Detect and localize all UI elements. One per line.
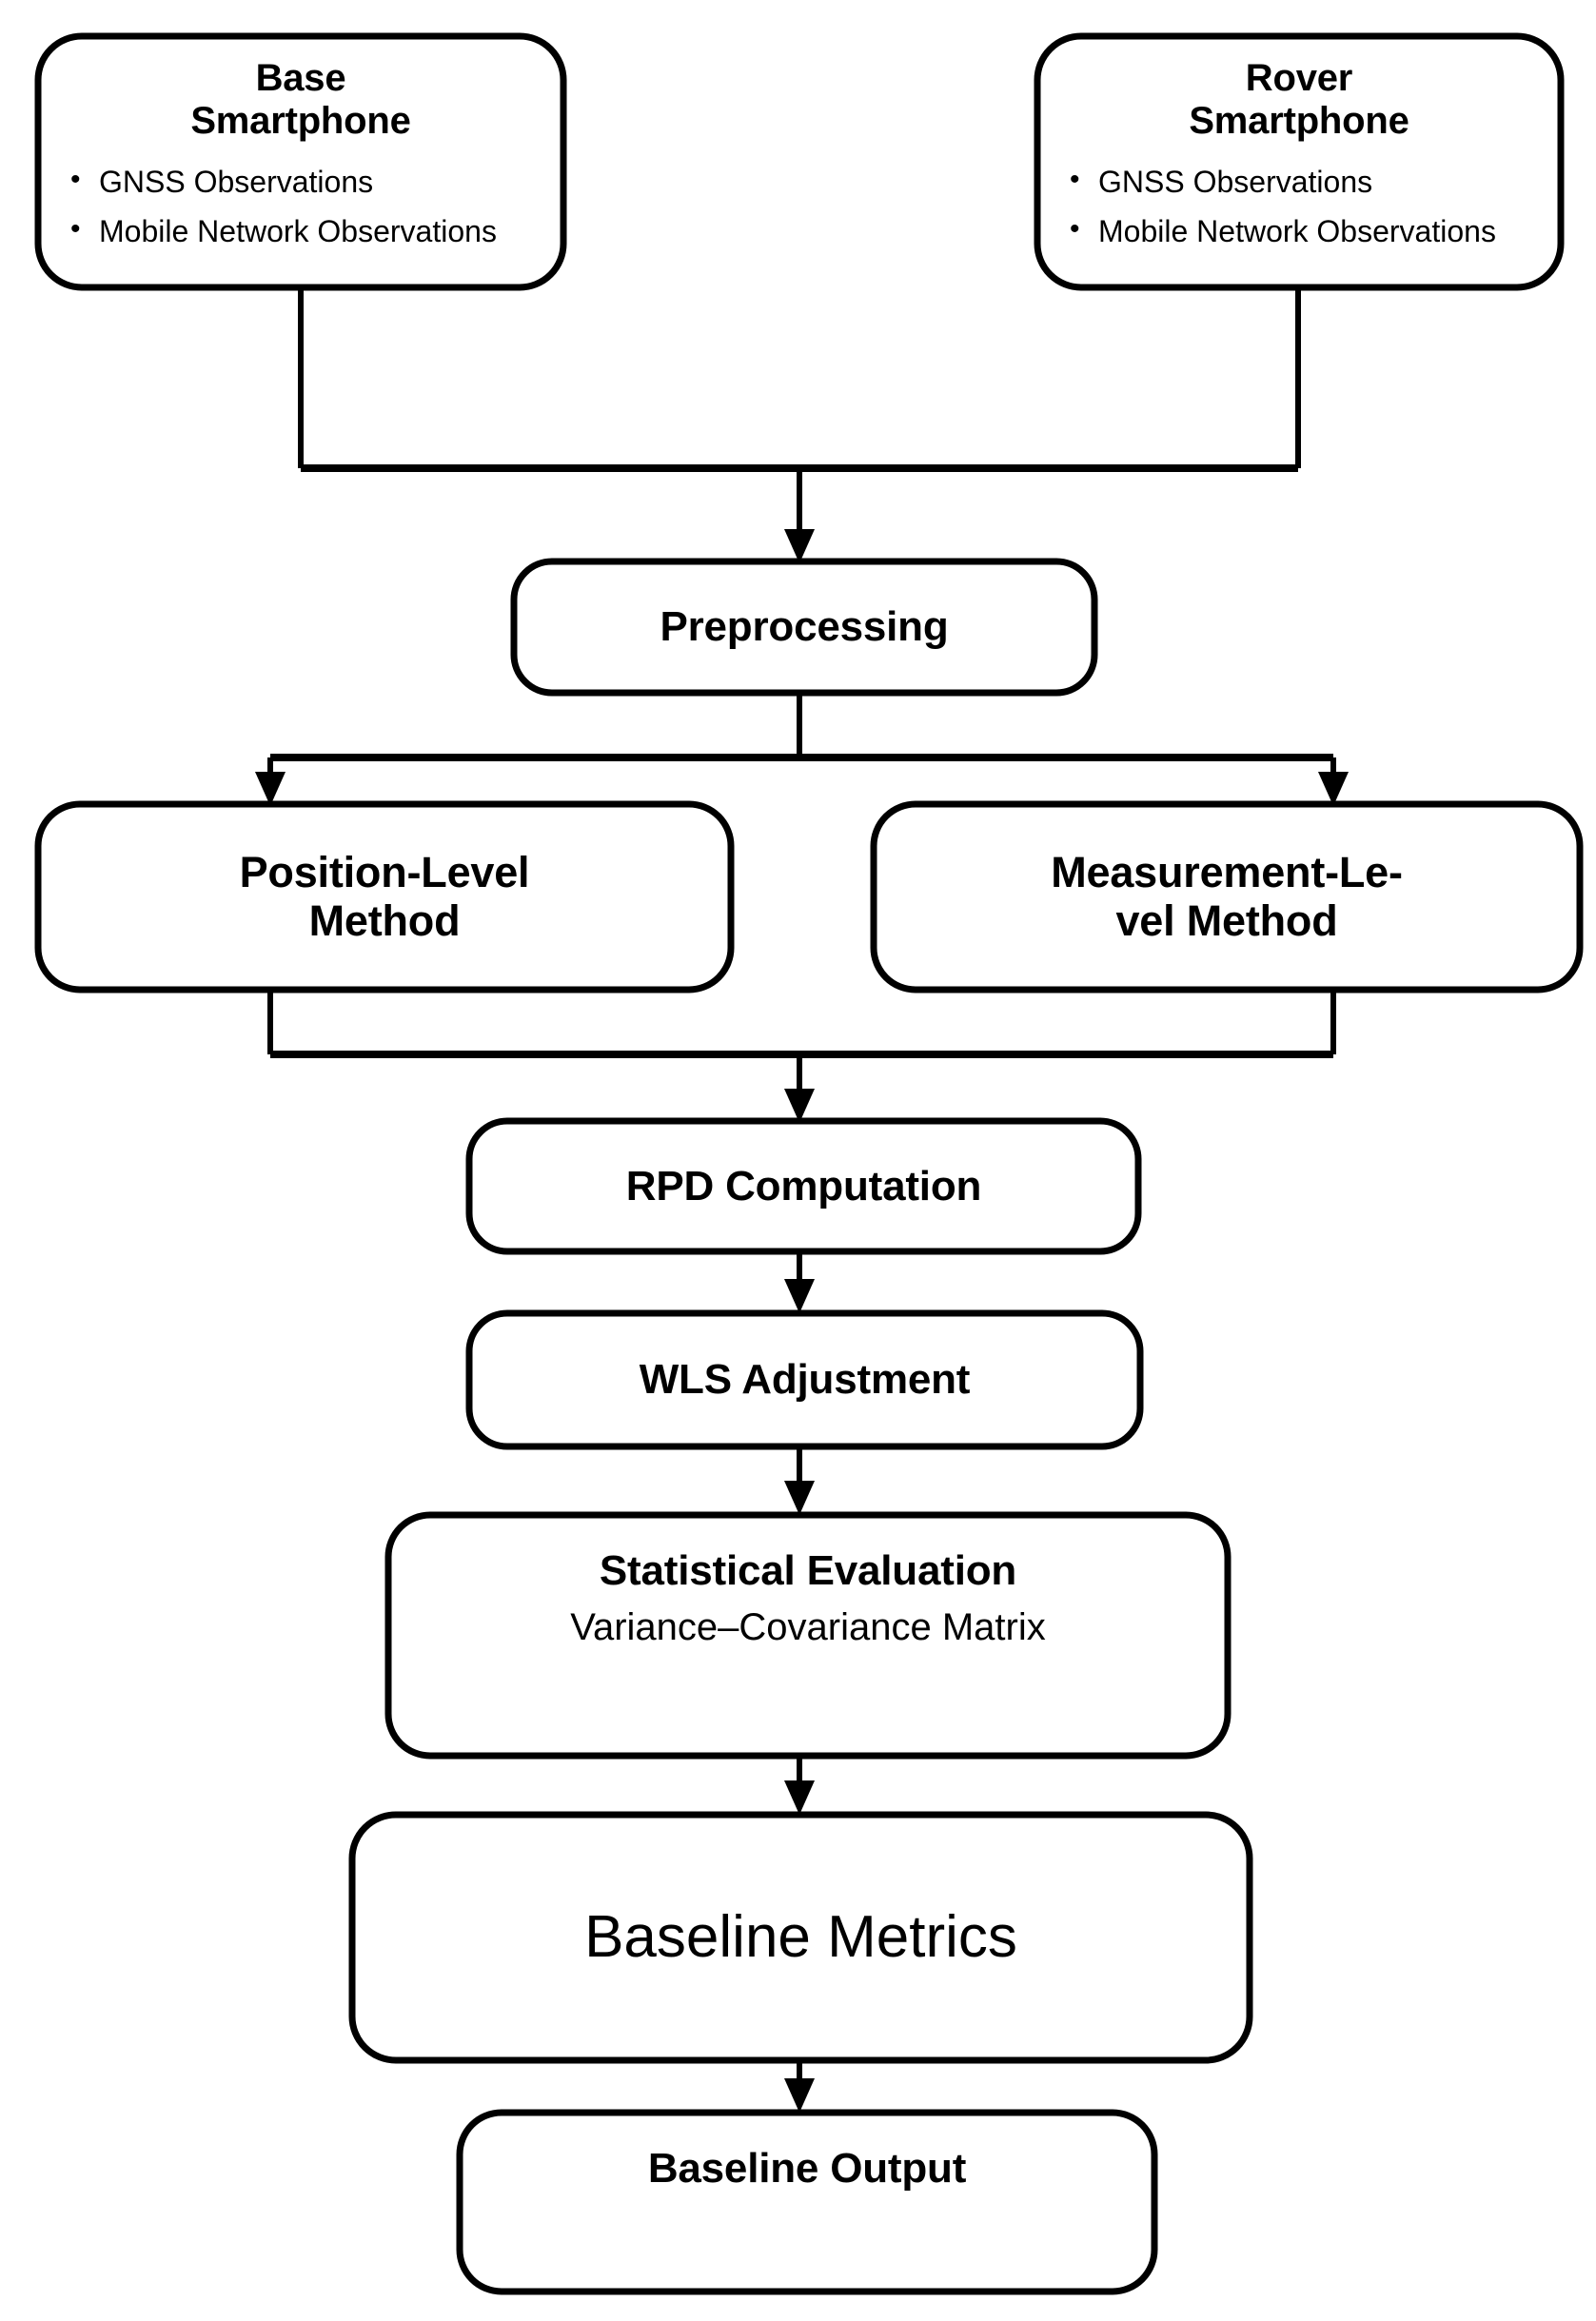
edge-rpd-to-wls bbox=[784, 1251, 815, 1313]
node-box-position-level-method[interactable] bbox=[34, 800, 735, 993]
edge-preprocessing-to-methods bbox=[255, 693, 1349, 806]
node-box-measurement-level-method[interactable] bbox=[870, 800, 1584, 993]
node-box-base-smartphone[interactable] bbox=[34, 32, 567, 291]
node-box-preprocessing[interactable] bbox=[510, 558, 1098, 697]
edge-sources-to-preprocessing bbox=[298, 287, 1301, 563]
node-box-statistical-evaluation[interactable] bbox=[384, 1511, 1231, 1760]
node-box-rover-smartphone[interactable] bbox=[1034, 32, 1565, 291]
node-box-wls-adjustment[interactable] bbox=[465, 1309, 1144, 1450]
node-box-rpd-computation[interactable] bbox=[465, 1117, 1142, 1255]
node-box-baseline-output[interactable] bbox=[456, 2109, 1158, 2295]
edge-methods-to-rpd bbox=[267, 990, 1336, 1123]
edge-statistical-to-metrics bbox=[784, 1756, 815, 1815]
edge-wls-to-statistical bbox=[784, 1446, 815, 1515]
edge-metrics-to-output bbox=[784, 2060, 815, 2113]
node-box-baseline-metrics[interactable] bbox=[348, 1811, 1253, 2064]
